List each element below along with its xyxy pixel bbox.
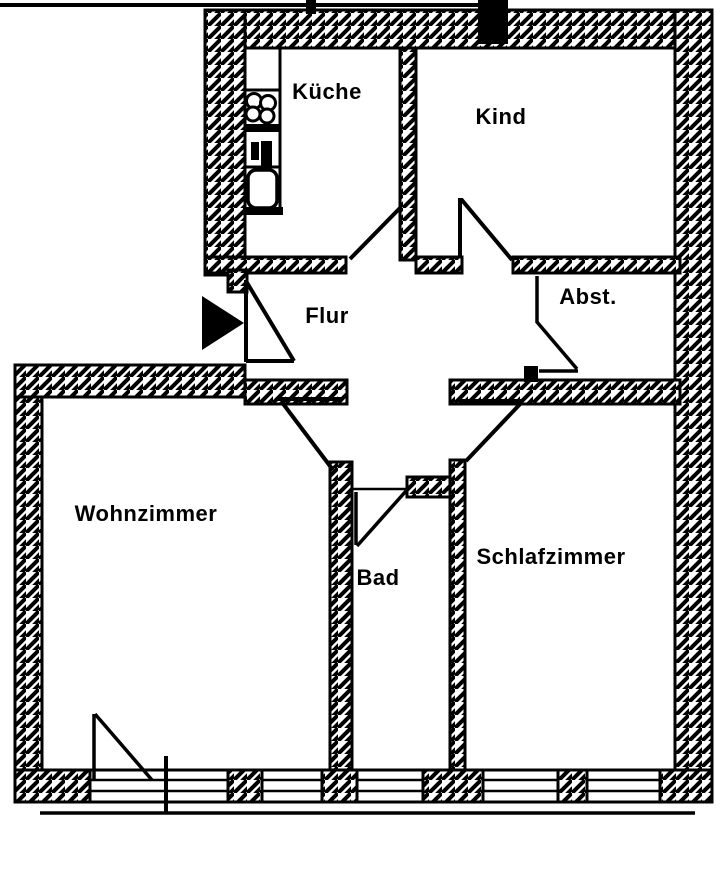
entrance-door bbox=[244, 279, 296, 363]
room-label-kind: Kind bbox=[476, 104, 527, 129]
kind-door bbox=[458, 197, 514, 262]
top-wall-stub bbox=[306, 0, 316, 14]
sink-icon bbox=[246, 168, 279, 210]
room-label-abstellraum: Abst. bbox=[559, 284, 617, 309]
counter-divider-2 bbox=[245, 124, 280, 132]
room-label-schlafzimmer: Schlafzimmer bbox=[476, 544, 625, 569]
chimney-block bbox=[478, 0, 508, 44]
wall-schlafzimmer-left bbox=[448, 458, 467, 772]
doors bbox=[92, 197, 579, 812]
wall-top bbox=[203, 8, 714, 50]
wohnzimmer-door bbox=[278, 397, 341, 472]
entrance-arrow-icon bbox=[202, 296, 244, 350]
wall-bad-left bbox=[328, 460, 354, 772]
wall-flur-top-b bbox=[414, 255, 464, 275]
bottom-windows bbox=[88, 768, 662, 804]
window-bad bbox=[355, 768, 425, 804]
stove-burners-icon bbox=[244, 92, 277, 125]
room-label-bad: Bad bbox=[356, 565, 399, 590]
bad-door bbox=[352, 487, 408, 548]
wall-flur-top-c bbox=[511, 255, 682, 275]
wall-bottom-pillar-c bbox=[320, 768, 359, 804]
wall-wohnzimmer-top bbox=[13, 363, 247, 399]
room-label-flur: Flur bbox=[305, 303, 349, 328]
room-label-wohnzimmer: Wohnzimmer bbox=[75, 501, 218, 526]
room-labels: Küche Kind Flur Abst. Wohnzimmer Bad Sch… bbox=[75, 79, 625, 590]
wall-left-upper bbox=[203, 8, 247, 277]
window-wohnzimmer bbox=[260, 768, 324, 804]
oven-unit-icon bbox=[251, 141, 272, 167]
wall-bad-top bbox=[405, 475, 452, 499]
walls bbox=[13, 8, 714, 804]
abstellraum-door-stub bbox=[524, 366, 538, 382]
site-lines bbox=[0, 3, 695, 815]
wall-bottom-pillar-d bbox=[421, 768, 485, 804]
window-schlafzimmer-2 bbox=[585, 768, 662, 804]
window-balcony-section bbox=[88, 768, 230, 804]
wall-bottom-pillar-b bbox=[226, 768, 264, 804]
room-label-kueche: Küche bbox=[292, 79, 362, 104]
schlafzimmer-door bbox=[459, 399, 524, 463]
wall-divider-kueche-kind bbox=[398, 46, 418, 262]
balcony-door bbox=[92, 712, 168, 812]
wall-bottom-pillar-e bbox=[556, 768, 589, 804]
kitchen-fixtures bbox=[243, 46, 283, 215]
kueche-door bbox=[348, 206, 402, 261]
wall-bottom-pillar-a bbox=[13, 768, 92, 804]
wall-bottom-pillar-f bbox=[658, 768, 714, 804]
abstellraum-door bbox=[535, 276, 579, 373]
wall-flur-top-a bbox=[203, 255, 348, 275]
window-schlafzimmer-1 bbox=[481, 768, 560, 804]
counter-bottom-bar bbox=[243, 207, 283, 215]
wall-right bbox=[673, 8, 714, 804]
wall-left-lower bbox=[13, 363, 44, 804]
